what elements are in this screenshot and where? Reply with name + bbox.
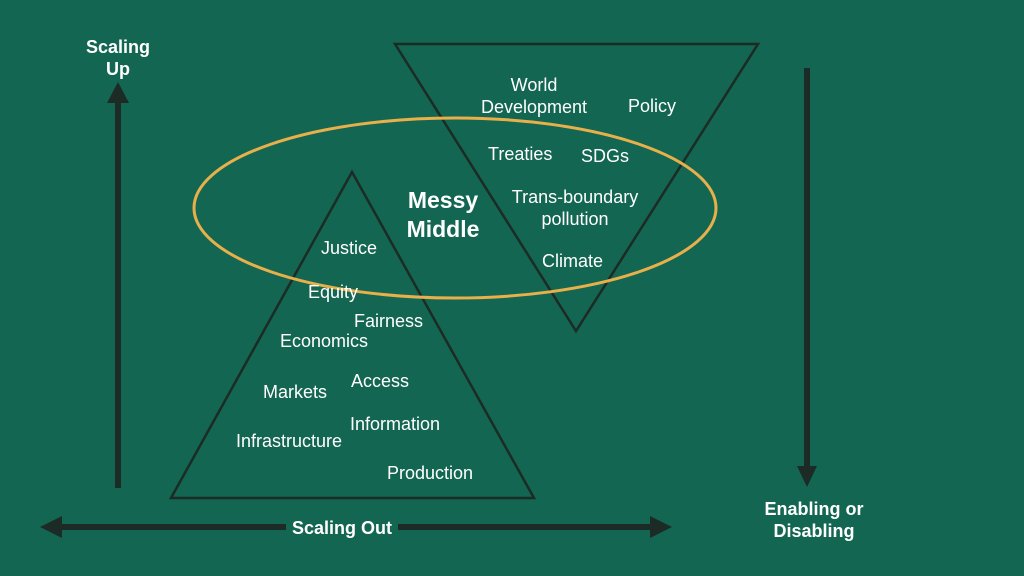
scaling-out-label: Scaling Out	[286, 517, 399, 539]
scaling-out-right-arrowhead	[650, 516, 672, 538]
scaling-up-label-line2: Up	[106, 59, 130, 79]
equity-label: Equity	[308, 282, 359, 302]
world-development-line1: World	[510, 75, 558, 95]
economics-label: Economics	[280, 331, 369, 351]
world-development-line2: Development	[480, 97, 588, 117]
infrastructure-label: Infrastructure	[236, 431, 343, 451]
messy-middle-line1: Messy	[407, 187, 479, 213]
transboundary-line2: pollution	[541, 209, 609, 229]
fairness-label: Fairness	[354, 311, 424, 331]
world-development-label: World Development	[470, 74, 598, 118]
climate-label: Climate	[542, 251, 604, 271]
production-label: Production	[387, 463, 474, 483]
messy-middle-line2: Middle	[406, 216, 480, 242]
transboundary-pollution-label: Trans-boundary pollution	[505, 186, 645, 230]
messy-middle-ellipse	[192, 116, 718, 300]
justice-label: Justice	[321, 238, 378, 258]
enabling-disabling-label: Enabling or Disabling	[749, 498, 879, 542]
messy-middle-label: Messy Middle	[393, 186, 493, 244]
markets-label: Markets	[263, 382, 328, 402]
enabling-label-line2: Disabling	[773, 521, 855, 541]
scaling-out-left-arrowhead	[40, 516, 62, 538]
treaties-label: Treaties	[488, 144, 553, 164]
transboundary-line1: Trans-boundary	[511, 187, 639, 207]
policy-label: Policy	[628, 96, 677, 116]
enabling-arrowhead	[797, 466, 817, 487]
inverted-triangle	[392, 42, 761, 334]
scaling-up-arrowhead	[107, 82, 129, 103]
scaling-up-label: Scaling Up	[78, 36, 158, 80]
sdgs-label: SDGs	[581, 146, 630, 166]
access-label: Access	[351, 371, 410, 391]
scaling-up-label-line1: Scaling	[85, 37, 151, 57]
enabling-label-line1: Enabling or	[764, 499, 864, 519]
upright-triangle	[168, 169, 537, 500]
information-label: Information	[350, 414, 441, 434]
